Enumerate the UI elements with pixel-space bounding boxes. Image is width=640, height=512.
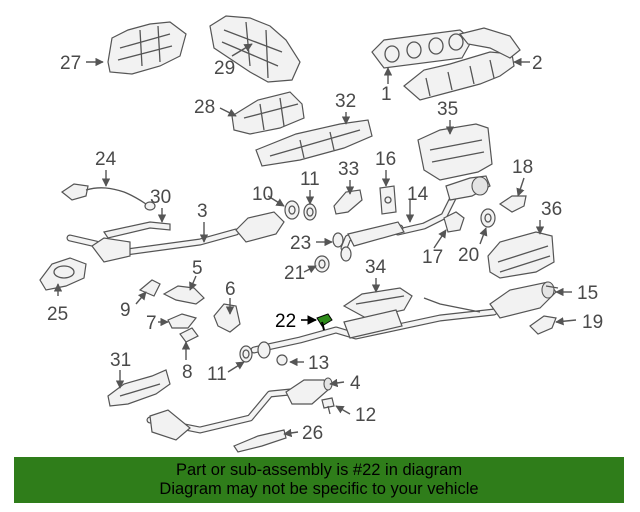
- callout-13: 13: [308, 353, 329, 374]
- callout-16: 16: [375, 149, 396, 170]
- callout-22: 22: [275, 311, 296, 332]
- part-5-bracket: [162, 285, 205, 305]
- part-30-bracket: [103, 221, 171, 239]
- part-32-heat-shield: [255, 119, 373, 167]
- part-23-gasket: [332, 232, 352, 262]
- callout-8: 8: [182, 362, 193, 383]
- part-11-gasket-top: [303, 203, 317, 221]
- part-16-hanger: [379, 185, 397, 215]
- part-28-heat-shield: [231, 91, 305, 135]
- part-35-heat-shield: [417, 123, 493, 181]
- part-21-gasket: [314, 255, 330, 273]
- part-33-bracket: [333, 189, 363, 215]
- callout-6: 6: [225, 279, 236, 300]
- callout-20: 20: [458, 245, 479, 266]
- callout-36: 36: [541, 199, 562, 220]
- part-15-rear-muffler: [423, 281, 559, 319]
- callout-24: 24: [95, 149, 117, 170]
- callout-27: 27: [60, 53, 81, 74]
- callout-21: 21: [284, 263, 305, 284]
- callout-3: 3: [197, 201, 208, 222]
- callout-10: 10: [252, 184, 273, 205]
- part-22-bolt[interactable]: [316, 313, 333, 331]
- part-11-gasket-lower: [239, 341, 271, 363]
- callout-15: 15: [577, 283, 598, 304]
- callout-35: 35: [437, 99, 458, 120]
- part-26-heat-shield: [233, 429, 287, 453]
- callout-17: 17: [422, 247, 443, 268]
- part-20-hanger: [480, 208, 496, 228]
- part-2-exhaust-manifold: [403, 27, 521, 101]
- callout-18: 18: [512, 157, 533, 178]
- callout-5: 5: [192, 258, 203, 279]
- part-4-converter: [146, 377, 333, 441]
- callout-labels: 27 29 1 2 28 32 35 24 33 16 18 30 10 11 …: [47, 53, 603, 444]
- part-25-heat-shield: [39, 257, 87, 291]
- leader-lines: [53, 43, 577, 438]
- callout-34: 34: [365, 257, 387, 278]
- part-8-hanger: [179, 327, 199, 343]
- part-29-heat-shield: [209, 15, 301, 83]
- info-banner: Part or sub-assembly is #22 in diagram D…: [14, 457, 624, 503]
- callout-14: 14: [407, 184, 429, 205]
- main-exhaust-pipe: [250, 308, 498, 354]
- part-36-heat-shield: [487, 231, 555, 279]
- callout-29: 29: [214, 58, 235, 79]
- callout-31: 31: [110, 350, 131, 371]
- callout-7: 7: [146, 313, 157, 334]
- callout-9: 9: [120, 300, 131, 321]
- part-10-gasket: [284, 200, 300, 220]
- callout-12: 12: [355, 405, 376, 426]
- part-13-nut: [276, 354, 288, 366]
- callout-23: 23: [290, 233, 311, 254]
- callout-11: 11: [300, 169, 320, 190]
- callout-4: 4: [350, 373, 361, 394]
- part-34-heat-shield: [342, 287, 413, 319]
- part-9-hanger: [138, 279, 161, 297]
- callout-30: 30: [150, 187, 171, 208]
- callout-11-lower: 11: [207, 364, 227, 385]
- part-17-clamp: [443, 211, 465, 233]
- part-24-oxygen-sensor: [60, 183, 156, 211]
- callout-1: 1: [381, 84, 392, 105]
- part-27-heat-shield: [107, 21, 187, 75]
- part-7-bracket: [167, 313, 198, 329]
- part-12-bolt: [321, 397, 335, 415]
- exhaust-parts-diagram: 27 29 1 2 28 32 35 24 33 16 18 30 10 11 …: [39, 15, 603, 453]
- callout-2: 2: [532, 53, 543, 74]
- callout-26: 26: [302, 423, 323, 444]
- part-18-bracket: [498, 195, 527, 213]
- part-3-front-pipe: [66, 211, 285, 263]
- banner-line-1: Part or sub-assembly is #22 in diagram: [175, 461, 463, 479]
- callout-28: 28: [194, 97, 215, 118]
- part-6-bracket: [213, 303, 241, 333]
- part-31-heat-shield: [107, 369, 171, 407]
- callout-32: 32: [335, 91, 356, 112]
- part-14-pipe: [394, 175, 491, 236]
- center-muffler: [340, 221, 405, 252]
- callout-25: 25: [47, 304, 68, 325]
- callout-19: 19: [582, 312, 603, 333]
- part-19-bracket: [529, 315, 557, 335]
- callout-33: 33: [338, 159, 359, 180]
- banner-line-2: Diagram may not be specific to your vehi…: [159, 480, 479, 498]
